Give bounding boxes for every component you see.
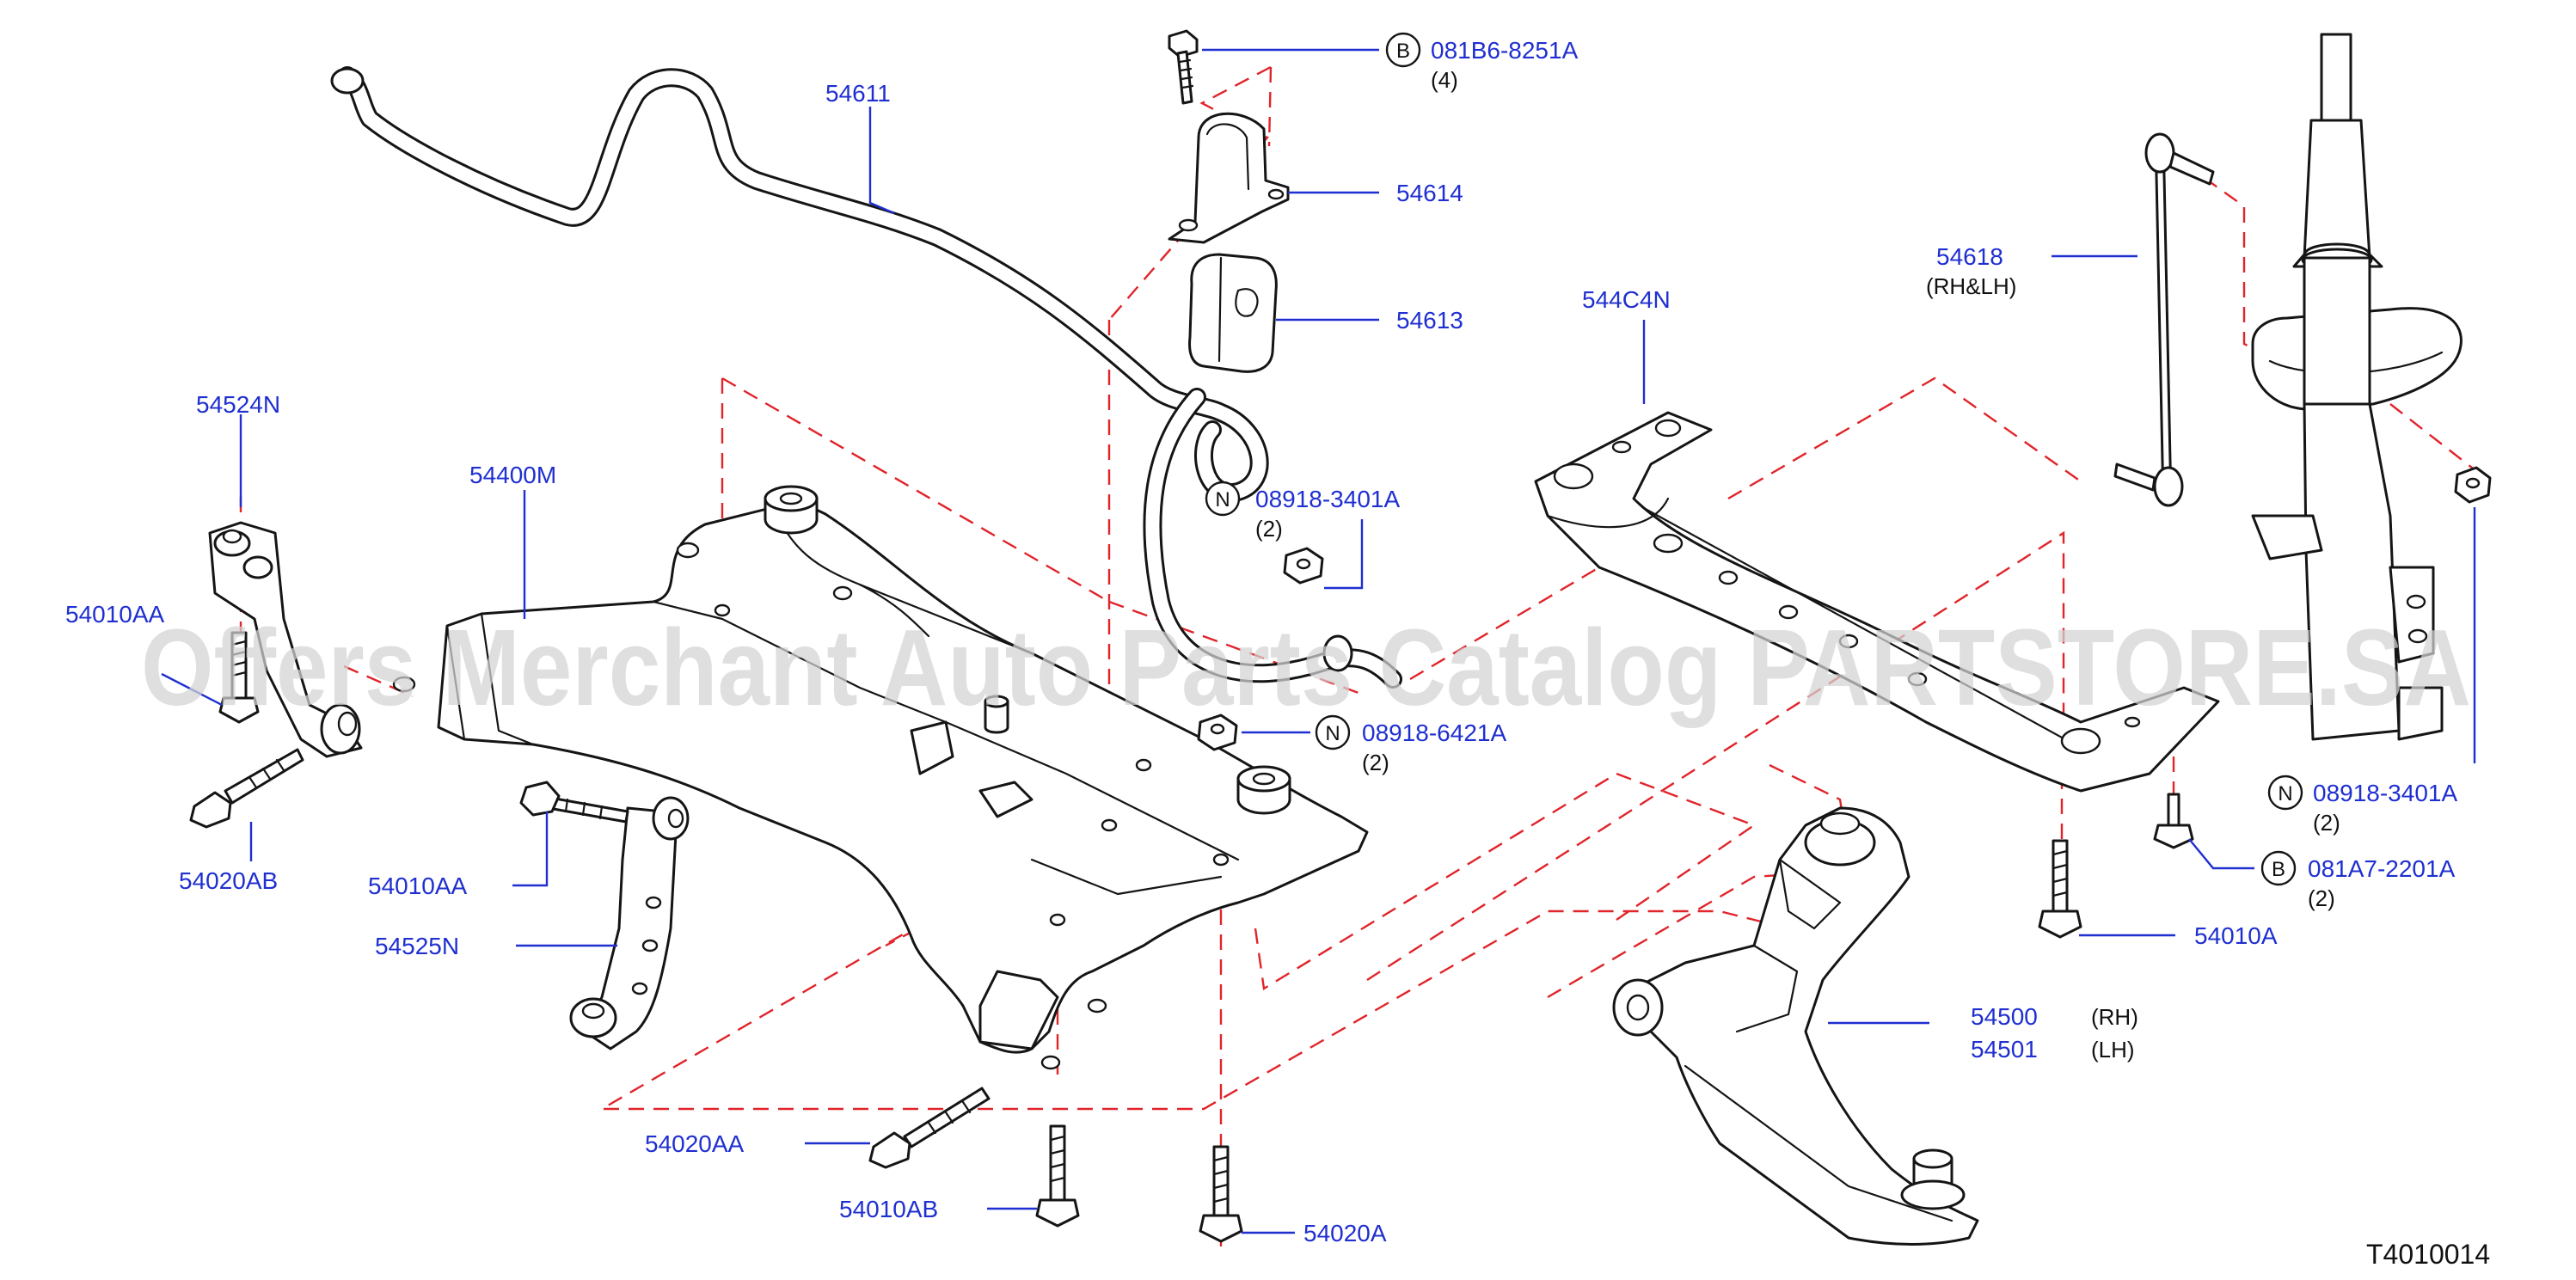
label-081A7-2201A[interactable]: 081A7-2201A — [2308, 855, 2456, 882]
qty-08918-3401A-top: (2) — [1255, 516, 1283, 542]
label-54010AB[interactable]: 54010AB — [839, 1196, 938, 1222]
stabilizer-bushing[interactable] — [1188, 253, 1278, 373]
label-54020A[interactable]: 54020A — [1303, 1220, 1387, 1246]
symbol-n-right: N — [2267, 775, 2303, 811]
qty-081B6-8251A: (4) — [1431, 67, 1458, 93]
nut-08918-3401A-top[interactable] — [1283, 547, 1324, 585]
left-bracket-lower[interactable] — [569, 796, 690, 1050]
member-stay[interactable] — [1534, 411, 2220, 793]
label-54020AB[interactable]: 54020AB — [179, 867, 278, 894]
label-54611[interactable]: 54611 — [825, 80, 891, 107]
symbol-n-top: N — [1205, 481, 1241, 517]
front-subframe[interactable] — [392, 485, 1369, 1070]
label-54613[interactable]: 54613 — [1396, 307, 1463, 334]
label-54010A[interactable]: 54010A — [2194, 922, 2278, 949]
label-54400M[interactable]: 54400M — [469, 462, 556, 488]
symbol-b-right: B — [2260, 850, 2297, 886]
label-54524N[interactable]: 54524N — [196, 391, 280, 418]
svg-text:N: N — [1325, 722, 1340, 745]
bolt-54020AB[interactable] — [189, 748, 304, 829]
nut-08918-6421A[interactable] — [1197, 713, 1238, 751]
bolt-54010A[interactable] — [2038, 839, 2082, 939]
label-544C4N[interactable]: 544C4N — [1582, 286, 1671, 313]
bolt-54010AA-left[interactable] — [218, 631, 260, 724]
label-54010AA-mid[interactable]: 54010AA — [368, 873, 468, 899]
qty-08918-3401A-right: (2) — [2313, 810, 2340, 836]
stabilizer-bar[interactable] — [330, 66, 1402, 689]
diagram-code: T4010014 — [2366, 1239, 2490, 1270]
label-08918-6421A[interactable]: 08918-6421A — [1362, 720, 1506, 746]
qty-08918-6421A: (2) — [1362, 750, 1389, 775]
clamp-bolt-top[interactable] — [1168, 29, 1199, 105]
label-54525N[interactable]: 54525N — [375, 933, 459, 959]
svg-text:N: N — [2278, 782, 2292, 805]
label-54010AA-left[interactable]: 54010AA — [65, 601, 165, 628]
watermark: Offers Merchant Auto Parts Catalog PARTS… — [141, 607, 2471, 728]
label-54618[interactable]: 54618 — [1936, 243, 2003, 270]
label-54020AA[interactable]: 54020AA — [645, 1130, 745, 1157]
symbol-b-top: B — [1385, 32, 1421, 68]
label-08918-3401A-top[interactable]: 08918-3401A — [1255, 486, 1400, 512]
bolt-54010AB[interactable] — [1035, 1124, 1080, 1228]
nut-08918-3401A-right[interactable] — [2454, 466, 2492, 504]
label-08918-3401A-right[interactable]: 08918-3401A — [2313, 780, 2457, 806]
qty-081A7-2201A: (2) — [2308, 885, 2335, 911]
stabilizer-link[interactable] — [2113, 132, 2215, 507]
bolt-081A7-2201A[interactable] — [2153, 793, 2194, 849]
leader-lines — [161, 48, 2476, 1234]
svg-text:B: B — [2272, 858, 2285, 881]
bolt-54020AA[interactable] — [868, 1087, 991, 1169]
qty-54500: (RH) — [2091, 1004, 2138, 1030]
svg-text:N: N — [1215, 488, 1230, 511]
bolt-54020A[interactable] — [1199, 1145, 1243, 1243]
label-54501[interactable]: 54501 — [1971, 1036, 2038, 1063]
bolt-54010AA-mid[interactable] — [519, 781, 629, 824]
front-strut[interactable] — [2251, 33, 2463, 741]
qty-54501: (LH) — [2091, 1037, 2135, 1063]
callout-labels: 54611 081B6-8251A (4) 54614 54613 54618 … — [65, 37, 2457, 1246]
label-54614[interactable]: 54614 — [1396, 180, 1463, 206]
svg-text:B: B — [1396, 40, 1410, 63]
label-54500[interactable]: 54500 — [1971, 1003, 2038, 1030]
label-081B6-8251A[interactable]: 081B6-8251A — [1431, 37, 1579, 64]
stabilizer-clamp[interactable] — [1168, 112, 1290, 244]
qty-54618: (RH&LH) — [1926, 273, 2016, 299]
transverse-link[interactable] — [1612, 806, 1979, 1246]
symbol-n-mid: N — [1315, 714, 1351, 750]
left-bracket-upper[interactable] — [208, 521, 363, 758]
